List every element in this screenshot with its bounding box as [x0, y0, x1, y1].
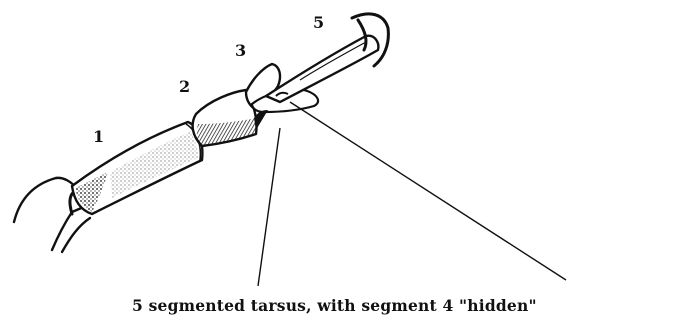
label-segment-1: 1 — [93, 127, 104, 146]
label-segment-2: 2 — [179, 77, 190, 96]
segment-5 — [266, 36, 378, 102]
label-segment-3: 3 — [235, 41, 246, 60]
segment-1 — [72, 122, 202, 214]
label-segment-5: 5 — [313, 13, 324, 32]
leader-line-hidden-segment — [290, 102, 566, 280]
leader-line-tarsus — [258, 128, 280, 286]
figure-caption: 5 segmented tarsus, with segment 4 "hidd… — [132, 296, 537, 315]
leader-lines — [258, 102, 566, 286]
